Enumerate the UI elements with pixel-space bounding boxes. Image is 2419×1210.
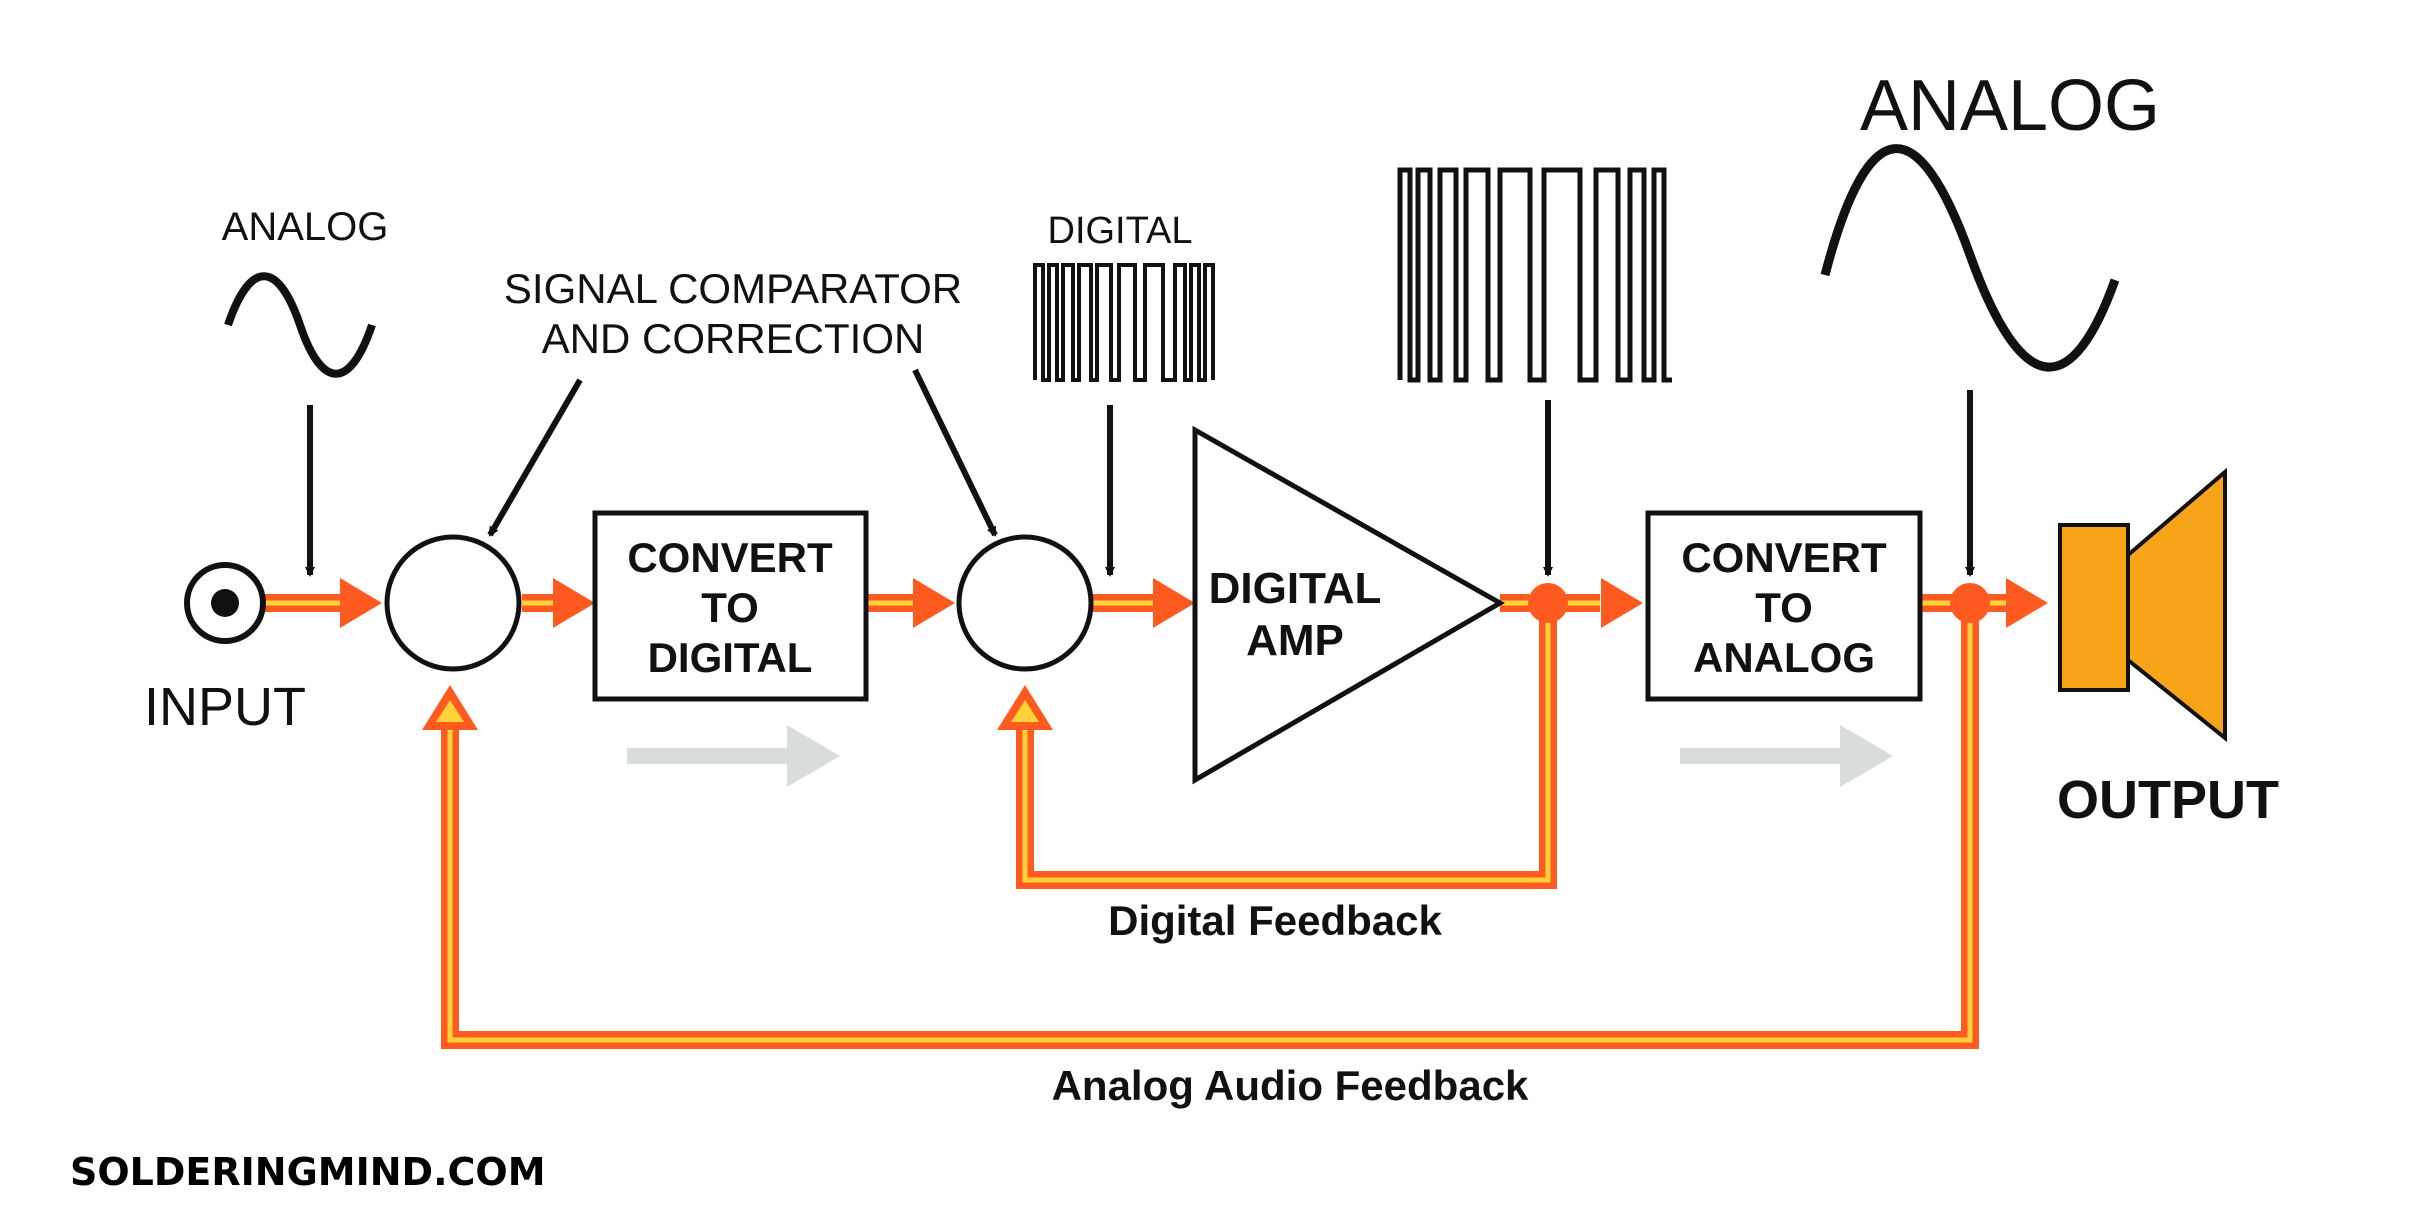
flow-arrow-dac bbox=[1680, 725, 1893, 787]
signal-comparator-1 bbox=[384, 534, 522, 672]
site-watermark: SOLDERINGMIND.COM bbox=[70, 1150, 546, 1194]
analog-feedback-label: Analog Audio Feedback bbox=[1052, 1062, 1529, 1109]
adc-label-line3: DIGITAL bbox=[648, 634, 813, 681]
amp-label-line1: DIGITAL bbox=[1209, 564, 1382, 613]
output-label: OUTPUT bbox=[2057, 770, 2279, 830]
signal-comparator-2 bbox=[956, 534, 1094, 672]
comparator-label-line1: SIGNAL COMPARATOR bbox=[504, 265, 962, 312]
junction-dot-dac-output bbox=[1950, 583, 1990, 623]
convert-to-digital-block: CONVERT TO DIGITAL bbox=[592, 510, 869, 702]
adc-label-line1: CONVERT bbox=[627, 534, 833, 581]
comparator-label-line2: AND CORRECTION bbox=[542, 315, 925, 362]
dac-label-line2: TO bbox=[1755, 584, 1813, 631]
digital-input-pulse-icon bbox=[1033, 263, 1215, 382]
analog-feedback-path bbox=[422, 603, 1979, 1049]
speaker-icon bbox=[2058, 467, 2227, 743]
analog-input-label: ANALOG bbox=[222, 205, 389, 249]
digital-feedback-path bbox=[997, 603, 1557, 889]
input-label: INPUT bbox=[144, 677, 306, 737]
flow-arrow-adc bbox=[627, 725, 840, 787]
digital-amp-block: DIGITAL AMP bbox=[1192, 425, 1506, 785]
digital-input-label: DIGITAL bbox=[1048, 210, 1193, 252]
analog-output-wave-icon bbox=[1820, 144, 2120, 372]
input-jack bbox=[184, 562, 266, 644]
analog-output-label: ANALOG bbox=[1860, 66, 2160, 146]
dac-label-line1: CONVERT bbox=[1681, 534, 1887, 581]
amp-label-line2: AMP bbox=[1246, 616, 1344, 665]
dac-label-line3: ANALOG bbox=[1693, 634, 1875, 681]
adc-label-line2: TO bbox=[701, 584, 759, 631]
analog-input-wave-icon bbox=[224, 272, 376, 378]
pointer-arrows bbox=[305, 368, 1975, 577]
digital-feedback-label: Digital Feedback bbox=[1108, 897, 1442, 944]
convert-to-analog-block: CONVERT TO ANALOG bbox=[1645, 510, 1923, 702]
junction-dot-amp-output bbox=[1528, 583, 1568, 623]
digital-amp-output-pulse-icon bbox=[1397, 167, 1672, 383]
